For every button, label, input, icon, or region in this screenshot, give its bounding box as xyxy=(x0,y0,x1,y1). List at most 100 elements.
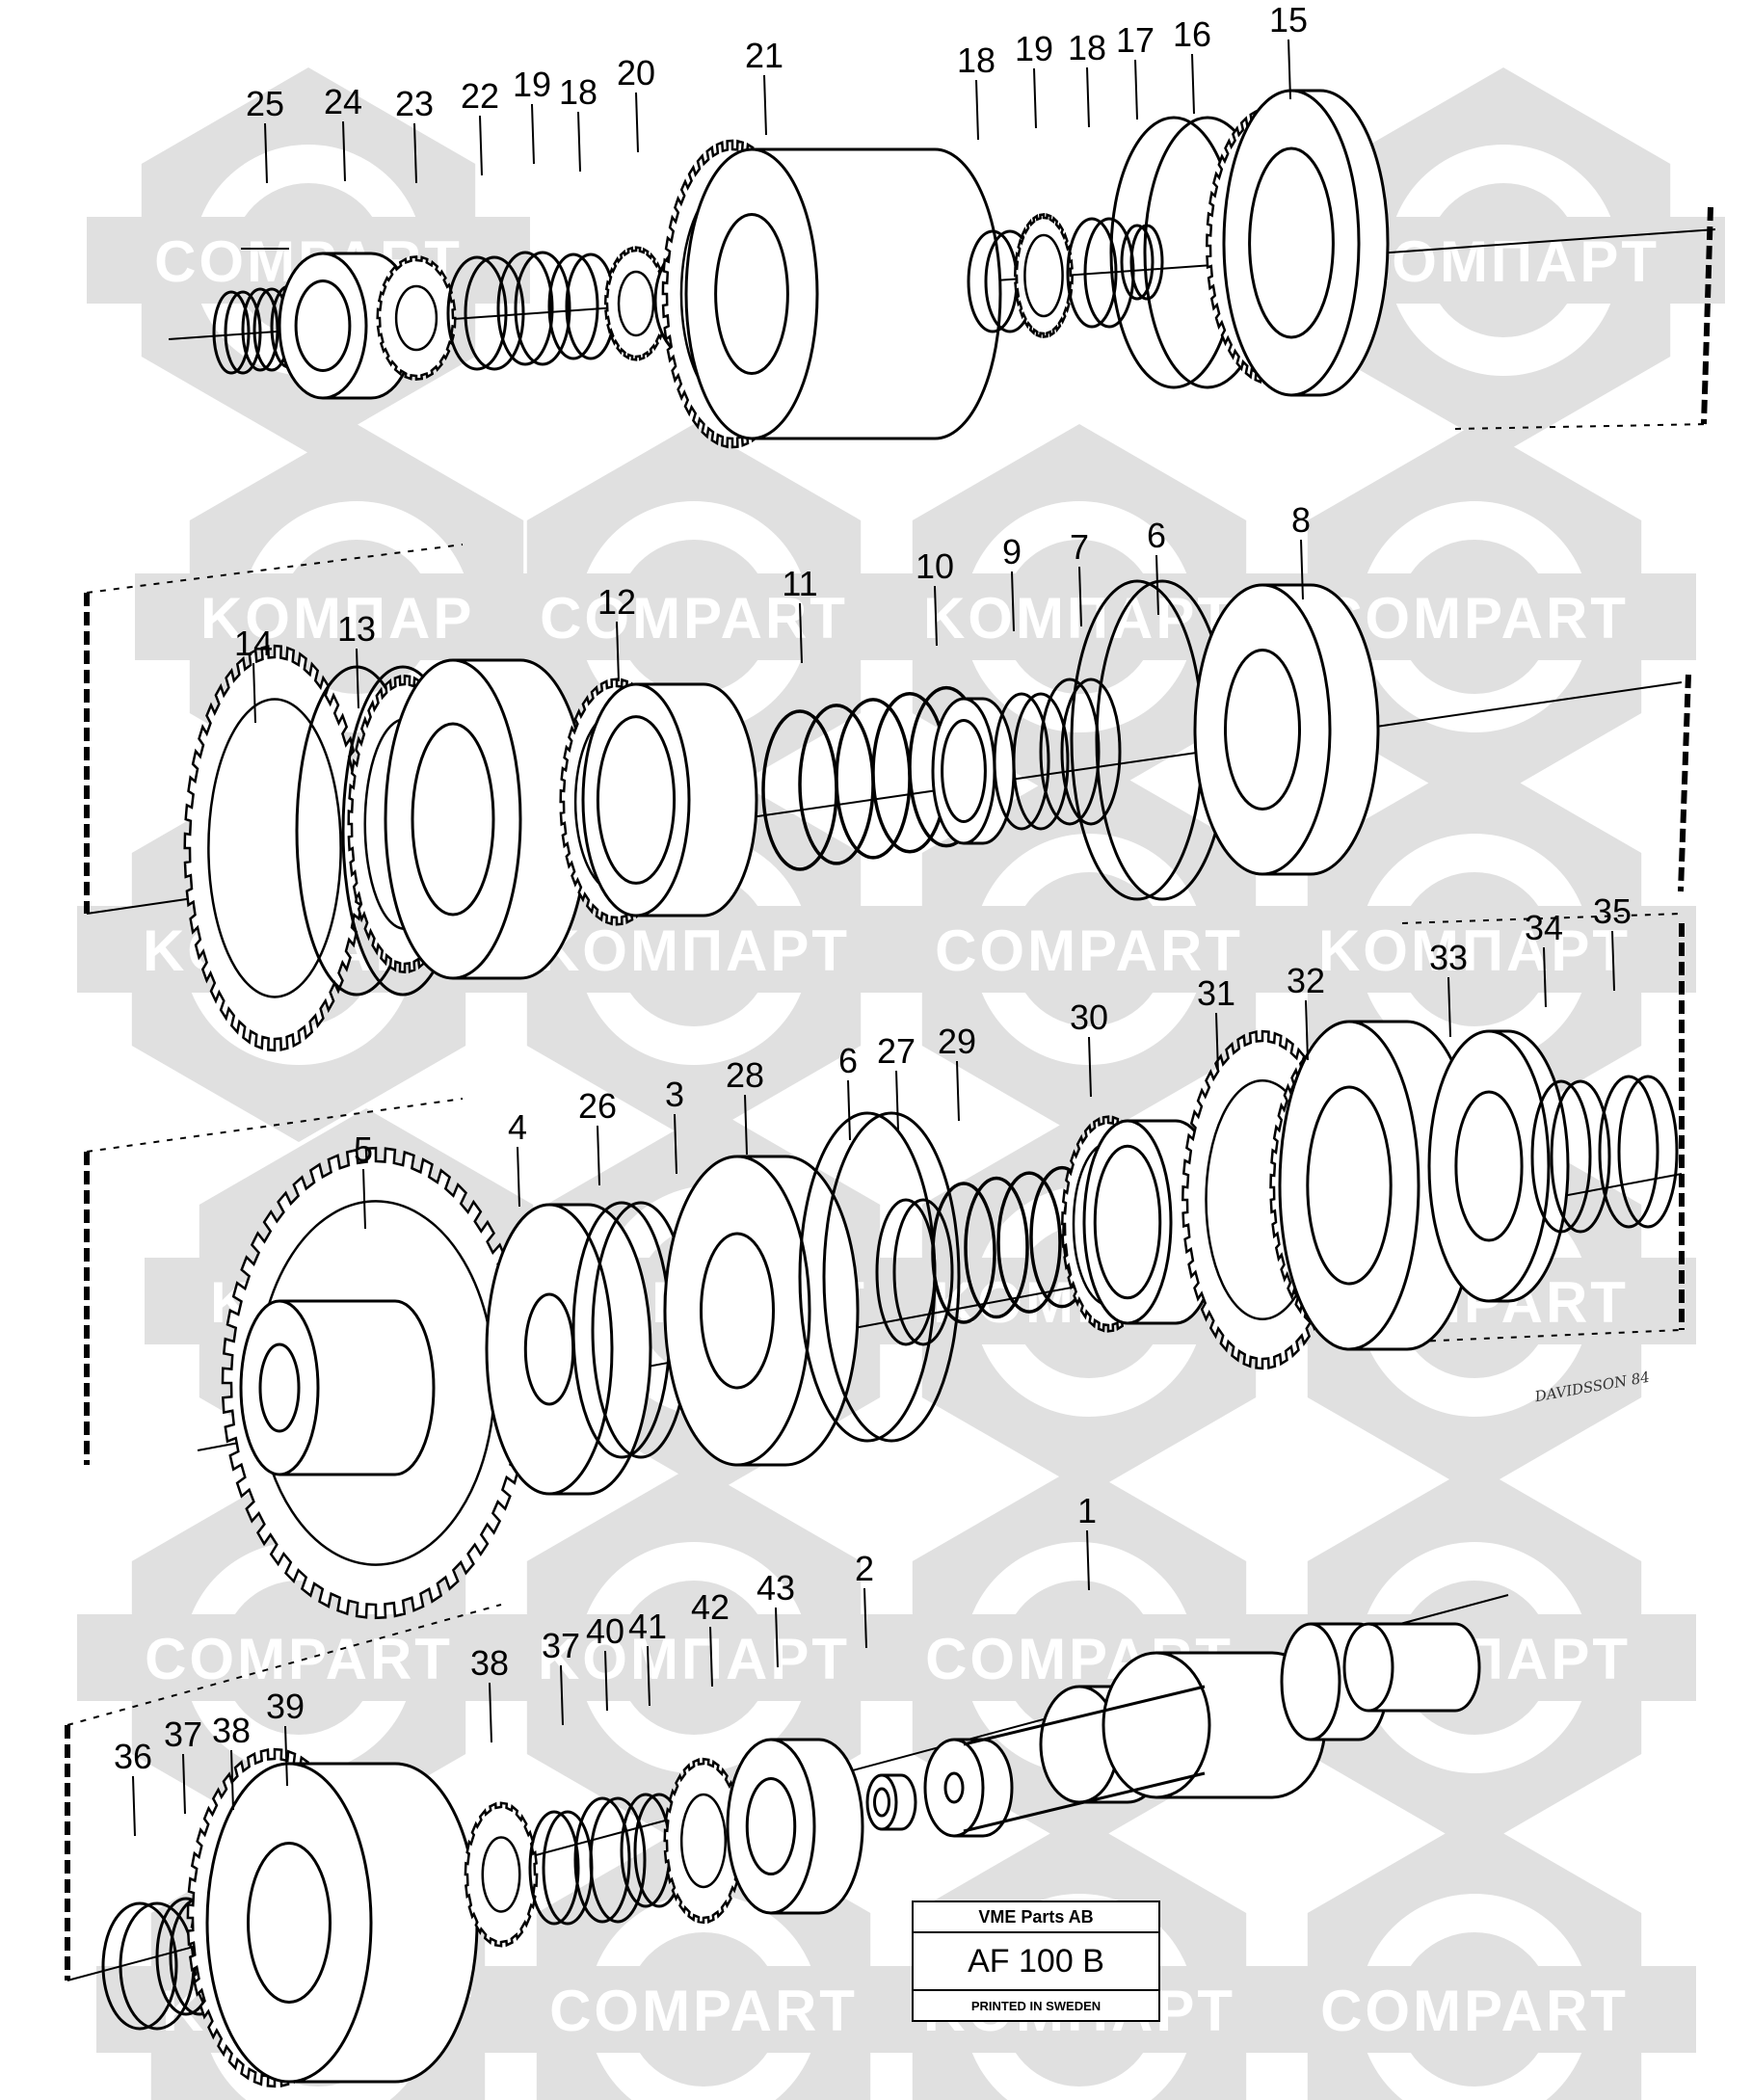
callout-number: 27 xyxy=(877,1031,916,1071)
leader-line xyxy=(775,1607,779,1668)
callout-number: 15 xyxy=(1269,0,1308,40)
watermark-tile: COMPART xyxy=(472,424,916,810)
tapered-roller-bearing xyxy=(663,1757,744,1925)
section-frame-right xyxy=(1701,206,1713,425)
svg-text:COMPART: COMPART xyxy=(145,1627,453,1691)
plate-printed: PRINTED IN SWEDEN xyxy=(970,1999,1102,2013)
leader-line xyxy=(1155,554,1159,616)
thrust-plate xyxy=(485,1203,652,1496)
svg-text:KOMПAPT: KOMПAPT xyxy=(538,918,850,983)
callout-number: 33 xyxy=(1429,938,1468,977)
plate-code: AF 100 B xyxy=(914,1933,1158,1991)
plate-company: VME Parts AB xyxy=(914,1902,1158,1933)
callout-number: 28 xyxy=(726,1055,764,1095)
leader-line xyxy=(1611,930,1615,992)
leader-line xyxy=(895,1070,899,1131)
leader-line xyxy=(616,621,620,682)
leader-line xyxy=(1088,1036,1092,1098)
callout-number: 14 xyxy=(234,624,273,663)
watermark-tile: COMPART xyxy=(867,757,1311,1142)
gear-hub xyxy=(239,1299,436,1476)
callout-number: 42 xyxy=(691,1587,730,1627)
callout-number: 22 xyxy=(461,76,499,116)
callout-number: 38 xyxy=(212,1711,251,1750)
svg-text:KOMПAPT: KOMПAPT xyxy=(1347,229,1659,294)
leader-line xyxy=(252,662,256,724)
piston xyxy=(663,1155,860,1467)
callout-number: 31 xyxy=(1197,973,1235,1013)
leader-line xyxy=(531,103,535,165)
callout-number: 12 xyxy=(597,582,636,622)
leader-line xyxy=(1086,1529,1090,1591)
leader-line xyxy=(284,1725,288,1787)
lock-ring xyxy=(993,692,1070,831)
leader-line xyxy=(1191,53,1195,115)
leader-line xyxy=(863,1587,867,1649)
callout-number: 16 xyxy=(1173,14,1211,54)
leader-line xyxy=(1078,566,1082,627)
leader-line xyxy=(975,79,979,141)
leader-line xyxy=(264,122,268,184)
callout-number: 13 xyxy=(337,609,376,649)
callout-number: 37 xyxy=(542,1626,580,1665)
svg-text:KOMПAPT: KOMПAPT xyxy=(923,586,1235,651)
section-frame-dotted xyxy=(86,1098,464,1153)
leader-line xyxy=(362,1168,366,1230)
leader-line xyxy=(489,1682,492,1743)
roller-bearing xyxy=(464,1801,539,1948)
leader-line xyxy=(1543,946,1547,1008)
section-frame-dotted xyxy=(1401,913,1683,924)
leader-line xyxy=(1305,999,1309,1061)
output-gear-body xyxy=(205,1762,479,2084)
svg-text:COMPART: COMPART xyxy=(549,1979,858,2043)
callout-number: 2 xyxy=(855,1549,874,1588)
callout-number: 19 xyxy=(513,65,551,104)
callout-number: 20 xyxy=(617,53,655,93)
section-frame-dotted xyxy=(1454,423,1712,430)
leader-line xyxy=(230,1749,234,1811)
callout-number: 26 xyxy=(578,1086,617,1126)
leader-line xyxy=(744,1094,748,1156)
friction-disc-steel xyxy=(183,644,366,1052)
thrust-washer xyxy=(573,1796,647,1924)
needle-roller-hub xyxy=(603,246,669,361)
callout-number: 30 xyxy=(1070,997,1108,1037)
leader-line xyxy=(1215,1012,1219,1074)
callout-number: 19 xyxy=(1015,29,1053,68)
main-shaft xyxy=(963,1685,1206,1833)
callout-number: 43 xyxy=(757,1568,795,1608)
seal-plug xyxy=(865,1773,917,1831)
svg-text:KOMПAPT: KOMПAPT xyxy=(538,1627,850,1691)
leader-line xyxy=(604,1650,608,1712)
callout-number: 39 xyxy=(266,1687,305,1726)
spring-retainer xyxy=(931,697,1016,845)
tapered-roller-bearing xyxy=(376,255,457,381)
leader-line xyxy=(1033,67,1037,129)
drawing-layer xyxy=(65,89,1716,2088)
callout-number: 3 xyxy=(665,1075,684,1114)
leader-line xyxy=(577,111,581,173)
needle-bearing xyxy=(1014,212,1074,339)
callout-number: 11 xyxy=(782,564,817,603)
callout-number: 9 xyxy=(1002,532,1022,572)
callout-number: 37 xyxy=(164,1715,202,1754)
callout-number: 41 xyxy=(628,1607,667,1646)
title-plate: VME Parts AB AF 100 B PRINTED IN SWEDEN xyxy=(912,1901,1160,2022)
callout-number: 21 xyxy=(745,36,783,75)
section-frame-dotted xyxy=(86,544,464,594)
callout-number: 40 xyxy=(586,1611,624,1651)
callout-number: 35 xyxy=(1593,891,1632,931)
svg-text:COMPART: COMPART xyxy=(1320,586,1629,651)
leader-line xyxy=(479,115,483,176)
callout-number: 6 xyxy=(1147,516,1166,555)
leader-line xyxy=(1300,539,1304,600)
leader-line xyxy=(1447,976,1451,1038)
svg-text:KOMПAPT: KOMПAPT xyxy=(1318,918,1631,983)
snap-ring xyxy=(1598,1075,1679,1229)
leader-line xyxy=(847,1079,851,1141)
leader-line xyxy=(635,92,639,153)
leader-line xyxy=(763,74,767,136)
